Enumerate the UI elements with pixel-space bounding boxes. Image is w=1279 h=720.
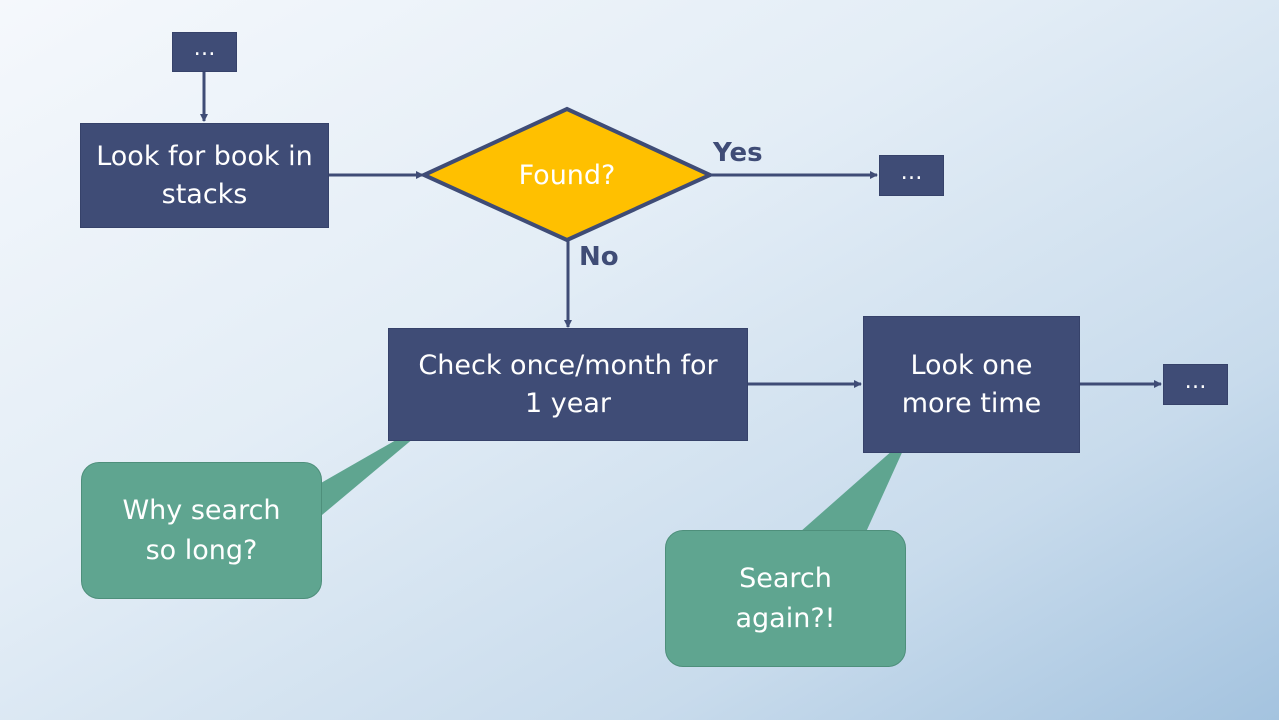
look-for-book-box: Look for book in stacks — [80, 123, 329, 228]
search-again-callout: Search again?! — [665, 530, 906, 667]
look-again-box: Look one more time — [863, 316, 1080, 453]
look-again-label: Look one more time — [901, 349, 1042, 419]
no-label: No — [579, 242, 619, 272]
search-again-callout-text: Search again?! — [735, 562, 836, 634]
search-again-callout-tail — [800, 435, 910, 532]
check-monthly-label: Check once/month for 1 year — [418, 349, 718, 419]
why-search-callout: Why search so long? — [81, 462, 322, 599]
decision-label: Found? — [518, 160, 616, 191]
end-ellipsis-box: … — [1163, 364, 1228, 405]
decision-diamond — [419, 106, 715, 243]
end-ellipsis-label: … — [1184, 368, 1207, 394]
why-search-callout-text: Why search so long? — [122, 494, 281, 566]
start-ellipsis-label: … — [193, 36, 216, 61]
start-ellipsis-box: … — [172, 32, 237, 72]
yes-ellipsis-label: … — [900, 159, 923, 185]
yes-ellipsis-box: … — [879, 155, 944, 196]
yes-label: Yes — [713, 138, 763, 168]
check-monthly-box: Check once/month for 1 year — [388, 328, 748, 441]
look-for-book-label: Look for book in stacks — [96, 140, 313, 210]
